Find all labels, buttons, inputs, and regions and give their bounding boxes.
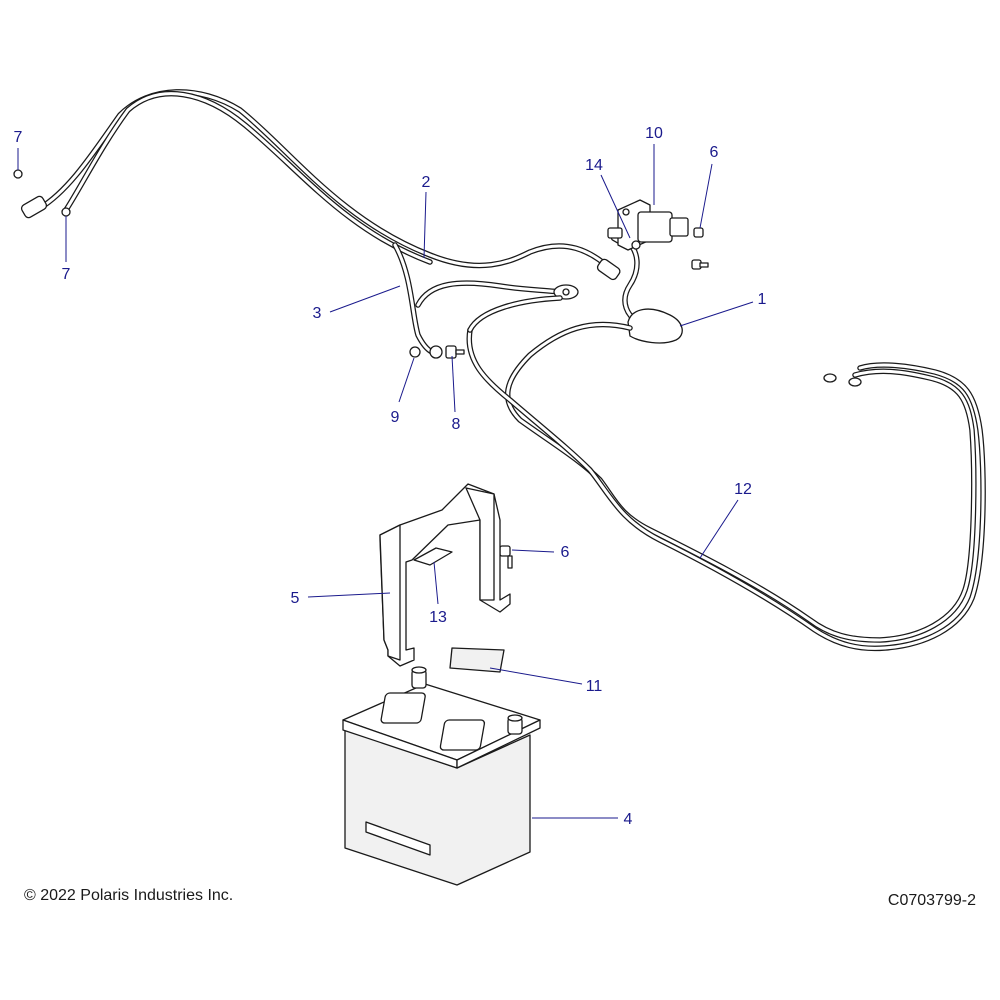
callout-4: 4 — [624, 811, 633, 828]
callout-6-lower: 6 — [561, 544, 570, 561]
ground-cable-3[interactable] — [392, 242, 579, 359]
leader-lines — [17, 144, 754, 819]
callout-2: 2 — [422, 174, 431, 191]
callout-12: 12 — [734, 481, 752, 498]
battery-bracket-5[interactable] — [379, 483, 511, 667]
callout-10: 10 — [645, 125, 663, 142]
callout-9: 9 — [391, 409, 400, 426]
callout-6-upper: 6 — [710, 144, 719, 161]
callout-11: 11 — [586, 678, 603, 695]
callout-3: 3 — [313, 305, 322, 322]
callout-13: 13 — [429, 609, 447, 626]
figure-id: C0703799-2 — [887, 892, 976, 909]
bolt-6-upper[interactable] — [691, 227, 709, 270]
bracket-pad-13[interactable] — [413, 547, 453, 566]
callout-8: 8 — [452, 416, 461, 433]
callout-labels: 7 7 2 3 1 9 8 14 10 6 12 6 5 13 11 4 — [14, 125, 767, 828]
starter-solenoid-10[interactable] — [607, 199, 689, 251]
callout-14: 14 — [585, 157, 603, 174]
nut-9[interactable] — [409, 346, 421, 358]
callout-5: 5 — [291, 590, 300, 607]
warning-label-11[interactable] — [449, 647, 505, 673]
nut-7-upper[interactable] — [13, 169, 23, 179]
battery-cable-2[interactable] — [20, 89, 621, 281]
battery-4[interactable] — [342, 666, 541, 886]
callout-7-lower: 7 — [62, 266, 71, 283]
callout-1: 1 — [758, 291, 767, 308]
wiring-harness-12[interactable] — [466, 295, 986, 652]
nut-7-lower[interactable] — [61, 207, 71, 217]
bolt-8[interactable] — [445, 345, 465, 359]
nut-14[interactable] — [631, 240, 641, 250]
bolt-6-lower[interactable] — [499, 545, 513, 569]
copyright-notice: © 2022 Polaris Industries Inc. — [24, 887, 234, 904]
callout-7-upper: 7 — [14, 129, 23, 146]
